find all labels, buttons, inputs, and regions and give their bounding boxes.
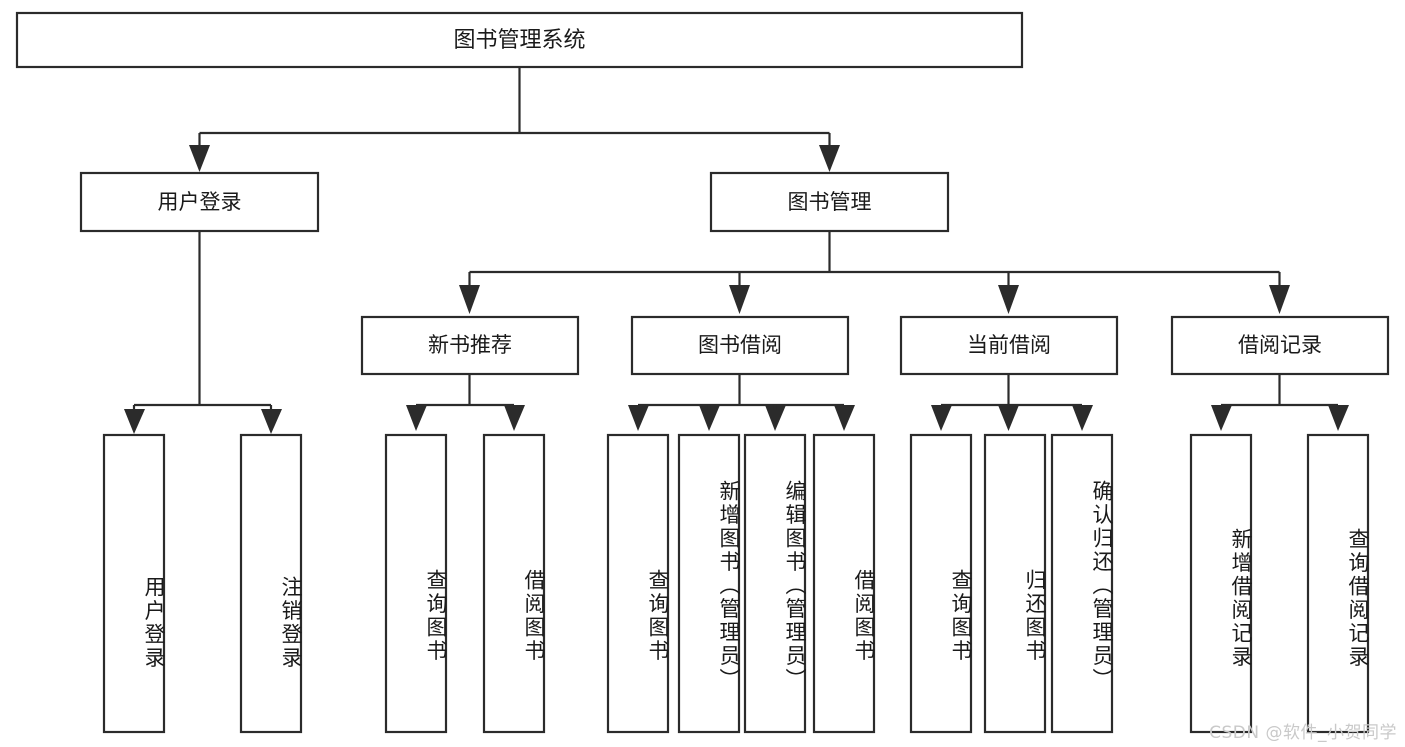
arrow-head-book-borrow (729, 285, 750, 314)
connector-group-current-borrow-leaves (931, 374, 1093, 431)
connector-group-book-management-to-level3 (459, 231, 1290, 314)
node-book-management[interactable]: 图书管理 (709, 171, 950, 233)
node-current-borrow[interactable]: 当前借阅 (899, 315, 1119, 376)
arrow-head-leaf-logout (261, 409, 282, 434)
arrow-head-leaf-add-book-admin (699, 405, 720, 431)
connector-group-user-login-leaves (124, 231, 282, 434)
leaf-box-confirm-return-admin[interactable] (1050, 433, 1114, 734)
node-user-login[interactable]: 用户登录 (79, 171, 320, 233)
connector-group-borrow-record-leaves (1211, 374, 1349, 431)
leaf-box-query-book-3[interactable] (909, 433, 973, 734)
node-current-borrow-label: 当前借阅 (967, 333, 1051, 357)
leaf-box-query-book-1[interactable] (384, 433, 448, 734)
arrow-head-leaf-query-book-3 (931, 405, 952, 431)
arrow-head-leaf-return-book (998, 405, 1019, 431)
leaf-box-borrow-book-1[interactable] (482, 433, 546, 734)
leaf-box-logout[interactable] (239, 433, 303, 734)
arrow-head-borrow-record (1269, 285, 1290, 314)
node-borrow-record-box[interactable] (1170, 315, 1390, 376)
node-new-book-recommend-label: 新书推荐 (428, 333, 512, 357)
leaf-node-group (102, 433, 1370, 734)
node-root-label: 图书管理系统 (453, 28, 585, 53)
leaf-box-borrow-book-2[interactable] (812, 433, 876, 734)
arrow-head-leaf-borrow-book-2 (834, 405, 855, 431)
leaf-box-query-book-2[interactable] (606, 433, 670, 734)
node-root[interactable]: 图书管理系统 (15, 11, 1024, 69)
node-book-management-label: 图书管理 (788, 190, 872, 214)
node-current-borrow-box[interactable] (899, 315, 1119, 376)
leaf-box-query-borrow-record[interactable] (1306, 433, 1370, 734)
connector-group-book-borrow-leaves (628, 374, 855, 431)
node-new-book-recommend[interactable]: 新书推荐 (360, 315, 580, 376)
node-borrow-record-label: 借阅记录 (1238, 333, 1322, 357)
node-book-borrow-label: 图书借阅 (698, 333, 782, 357)
watermark-text: CSDN @软件_小贺同学 (1209, 723, 1397, 743)
arrow-head-leaf-user-login (124, 409, 145, 434)
arrow-head-user-login (189, 145, 210, 172)
connector-group-new-book-leaves (406, 374, 525, 431)
arrow-head-leaf-add-borrow-record (1211, 405, 1232, 431)
node-book-management-box[interactable] (709, 171, 950, 233)
leaf-box-add-book-admin[interactable] (677, 433, 741, 734)
node-user-login-label: 用户登录 (158, 190, 242, 214)
arrow-head-leaf-edit-book-admin (765, 405, 786, 431)
leaf-box-user-login[interactable] (102, 433, 166, 734)
connector-group-root-to-level2 (189, 67, 840, 172)
node-book-borrow-box[interactable] (630, 315, 850, 376)
leaf-box-return-book[interactable] (983, 433, 1047, 734)
arrow-head-leaf-query-borrow-record (1328, 405, 1349, 431)
arrow-head-book-management (819, 145, 840, 172)
node-borrow-record[interactable]: 借阅记录 (1170, 315, 1390, 376)
node-new-book-recommend-box[interactable] (360, 315, 580, 376)
arrow-head-new-book-recommend (459, 285, 480, 314)
leaf-box-add-borrow-record[interactable] (1189, 433, 1253, 734)
arrow-head-leaf-query-book-1 (406, 405, 427, 431)
node-root-box[interactable] (15, 11, 1024, 69)
arrow-head-leaf-query-book-2 (628, 405, 649, 431)
arrow-head-current-borrow (998, 285, 1019, 314)
arrow-head-leaf-confirm-return (1072, 405, 1093, 431)
node-book-borrow[interactable]: 图书借阅 (630, 315, 850, 376)
arrow-head-leaf-borrow-book-1 (504, 405, 525, 431)
leaf-box-edit-book-admin[interactable] (743, 433, 807, 734)
node-user-login-box[interactable] (79, 171, 320, 233)
